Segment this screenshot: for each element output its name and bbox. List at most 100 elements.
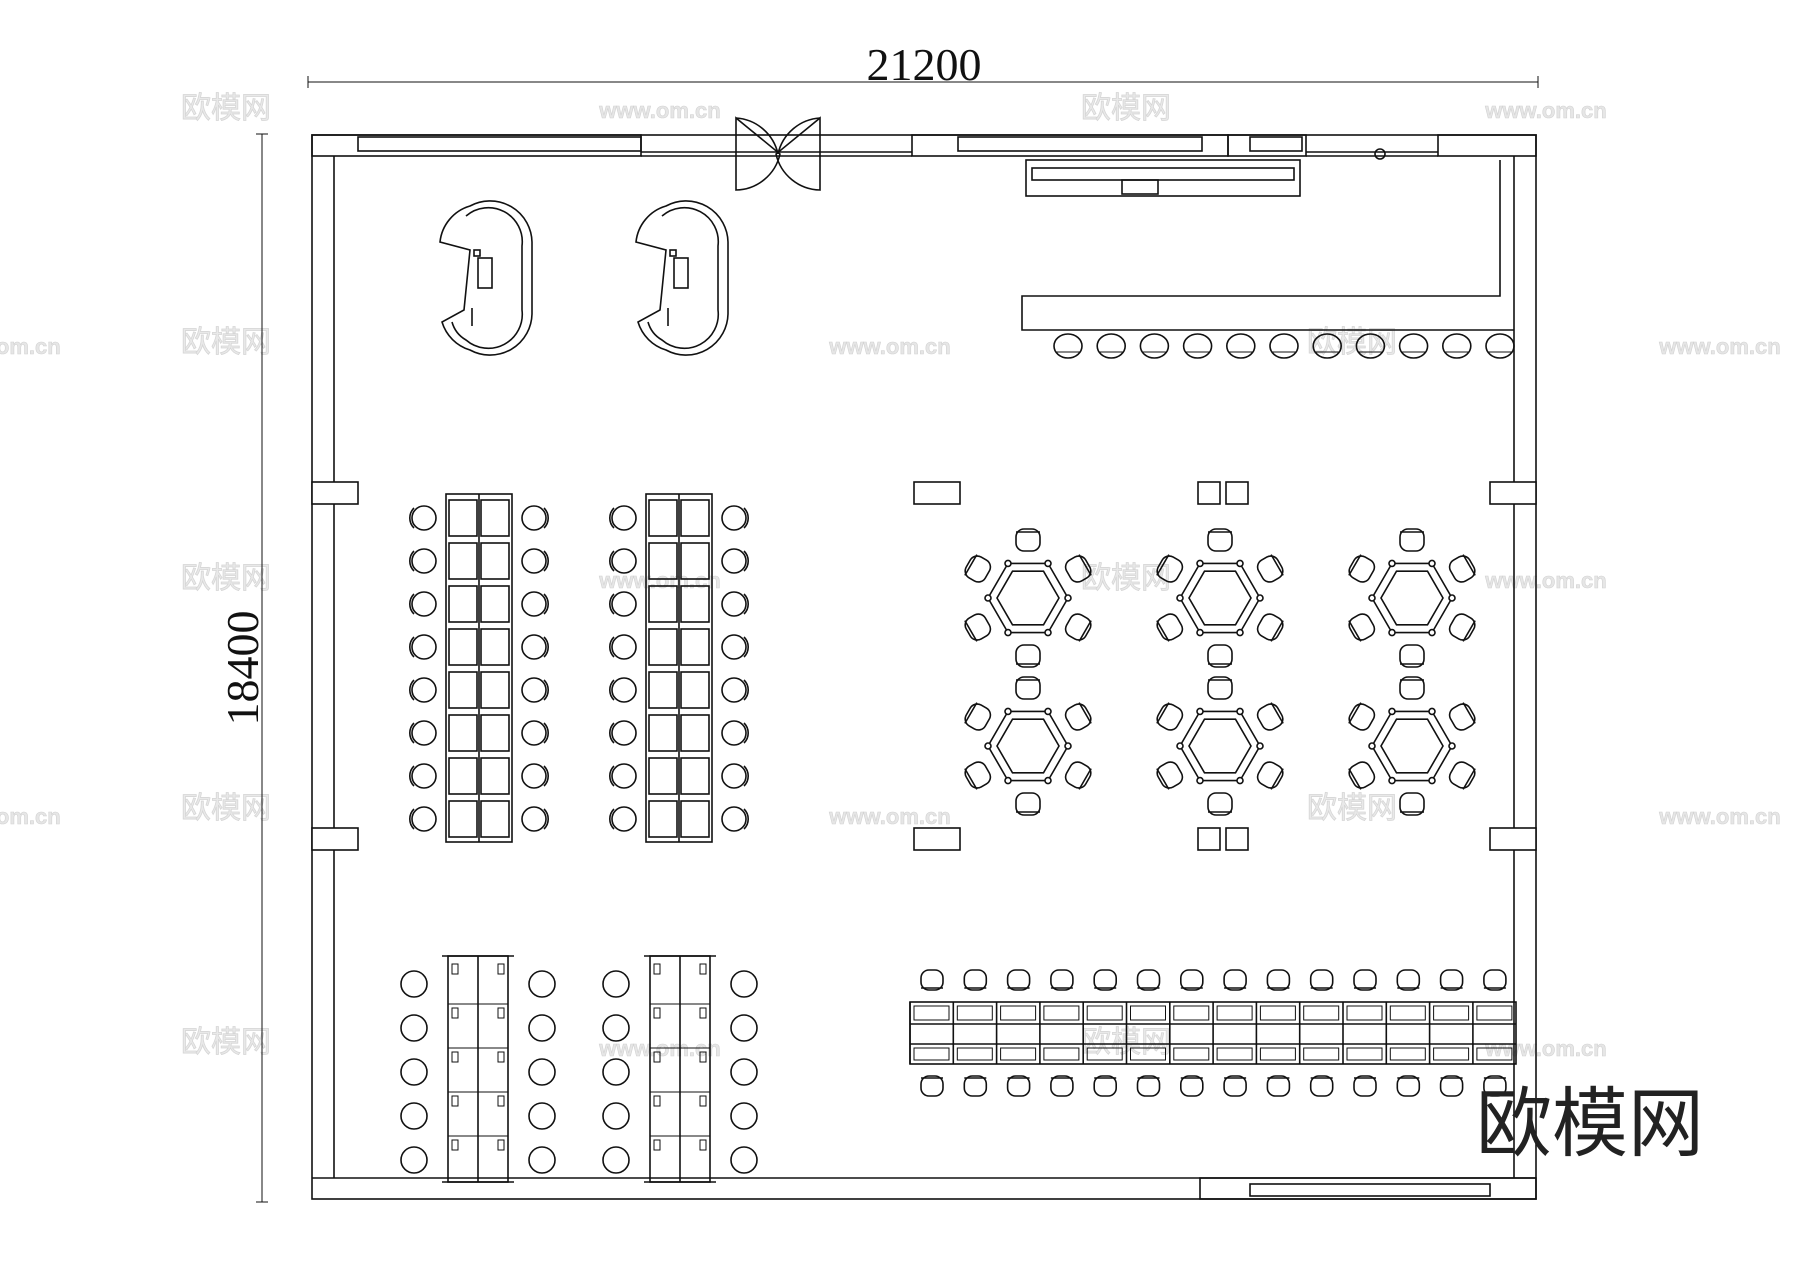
chair — [1093, 1075, 1117, 1097]
chair — [602, 1102, 630, 1130]
chair — [1399, 528, 1425, 552]
hexagon-table — [1348, 676, 1476, 816]
chair — [1050, 1075, 1074, 1097]
chair — [1353, 1075, 1377, 1097]
chair — [730, 1058, 758, 1086]
chair — [1439, 969, 1464, 991]
classroom-block — [609, 493, 749, 843]
watermark-url: www.om.cn — [1658, 804, 1780, 829]
hexagon-table — [1156, 676, 1284, 816]
bar-stool — [1053, 333, 1083, 359]
chair — [1348, 554, 1376, 583]
chair — [521, 548, 547, 574]
chair — [1136, 969, 1161, 991]
height-dimension-label: 18400 — [217, 611, 268, 726]
chair — [411, 763, 437, 789]
chair — [611, 763, 637, 789]
exterior-walls — [311, 134, 1537, 1200]
long-workstation-desk — [909, 969, 1517, 1097]
bar-stool — [1485, 333, 1515, 359]
chair — [1223, 1075, 1247, 1097]
chair — [964, 554, 992, 583]
bar-stool — [1182, 333, 1213, 359]
hexagon-table — [964, 528, 1092, 668]
chair — [1015, 644, 1041, 668]
chair — [963, 1075, 988, 1097]
bar-stool — [1269, 333, 1299, 359]
watermark-text: 欧模网 — [1307, 791, 1397, 826]
lab-desk-blocks — [400, 955, 758, 1183]
chair — [1396, 1075, 1421, 1097]
chair — [1207, 792, 1233, 816]
chair — [730, 970, 758, 998]
reception-counter — [1021, 148, 1514, 331]
chair — [411, 505, 437, 531]
watermark-text: 欧模网 — [181, 1025, 271, 1060]
width-dimension: 21200 — [307, 39, 1539, 90]
chair — [1348, 761, 1376, 790]
bar-stool — [1312, 333, 1342, 359]
chair — [411, 806, 437, 832]
chair — [1064, 702, 1092, 731]
chair — [1399, 676, 1425, 700]
chair — [611, 505, 637, 531]
chair — [1483, 1075, 1507, 1097]
chair — [1399, 644, 1425, 668]
chair — [611, 720, 637, 746]
chair — [1156, 702, 1184, 731]
chair — [521, 677, 547, 703]
lab-block — [400, 955, 556, 1183]
chair — [411, 548, 437, 574]
cashier-pod — [439, 200, 533, 356]
chair — [721, 591, 747, 617]
chair — [1156, 554, 1184, 583]
chair — [528, 1014, 556, 1042]
chair — [1223, 969, 1247, 991]
chair — [1348, 613, 1376, 642]
watermark-url: www.om.cn — [0, 334, 61, 359]
chair — [1015, 676, 1041, 700]
chair — [1448, 613, 1476, 642]
chair — [521, 591, 547, 617]
chair — [411, 634, 437, 660]
chair — [730, 1102, 758, 1130]
watermark-url: www.om.cn — [1484, 568, 1606, 593]
chair — [1207, 644, 1233, 668]
chair — [1207, 528, 1233, 552]
chair — [721, 634, 747, 660]
height-dimension: 18400 — [217, 133, 268, 1203]
watermark-url: www.om.cn — [598, 98, 720, 123]
chair — [1256, 702, 1284, 731]
chair — [1399, 792, 1425, 816]
chair — [1207, 676, 1233, 700]
chair — [400, 1014, 428, 1042]
chair — [602, 1058, 630, 1086]
chair — [400, 1146, 428, 1174]
chair — [602, 970, 630, 998]
chair — [1448, 702, 1476, 731]
chair — [521, 720, 547, 746]
floor-markers — [913, 481, 1249, 851]
chair — [521, 505, 547, 531]
watermark-url: www.om.cn — [1484, 98, 1606, 123]
chair — [400, 1058, 428, 1086]
classroom-table-blocks — [409, 493, 749, 843]
chair — [1136, 1075, 1161, 1097]
brand-logo-text: 欧模网 — [1476, 1079, 1704, 1168]
chair — [611, 806, 637, 832]
hexagon-table-group — [964, 528, 1476, 816]
main-entrance-door — [735, 116, 821, 191]
chair — [611, 548, 637, 574]
chair — [964, 702, 992, 731]
chair — [1180, 1075, 1204, 1097]
chair — [1006, 969, 1031, 991]
chair — [721, 505, 747, 531]
chair — [730, 1014, 758, 1042]
chair — [964, 761, 992, 790]
watermark-text: 欧模网 — [181, 791, 271, 826]
bar-stool — [1398, 333, 1429, 359]
watermark-text: 欧模网 — [181, 561, 271, 596]
chair — [1015, 528, 1041, 552]
chair — [528, 970, 556, 998]
watermark-text: 欧模网 — [1081, 561, 1171, 596]
